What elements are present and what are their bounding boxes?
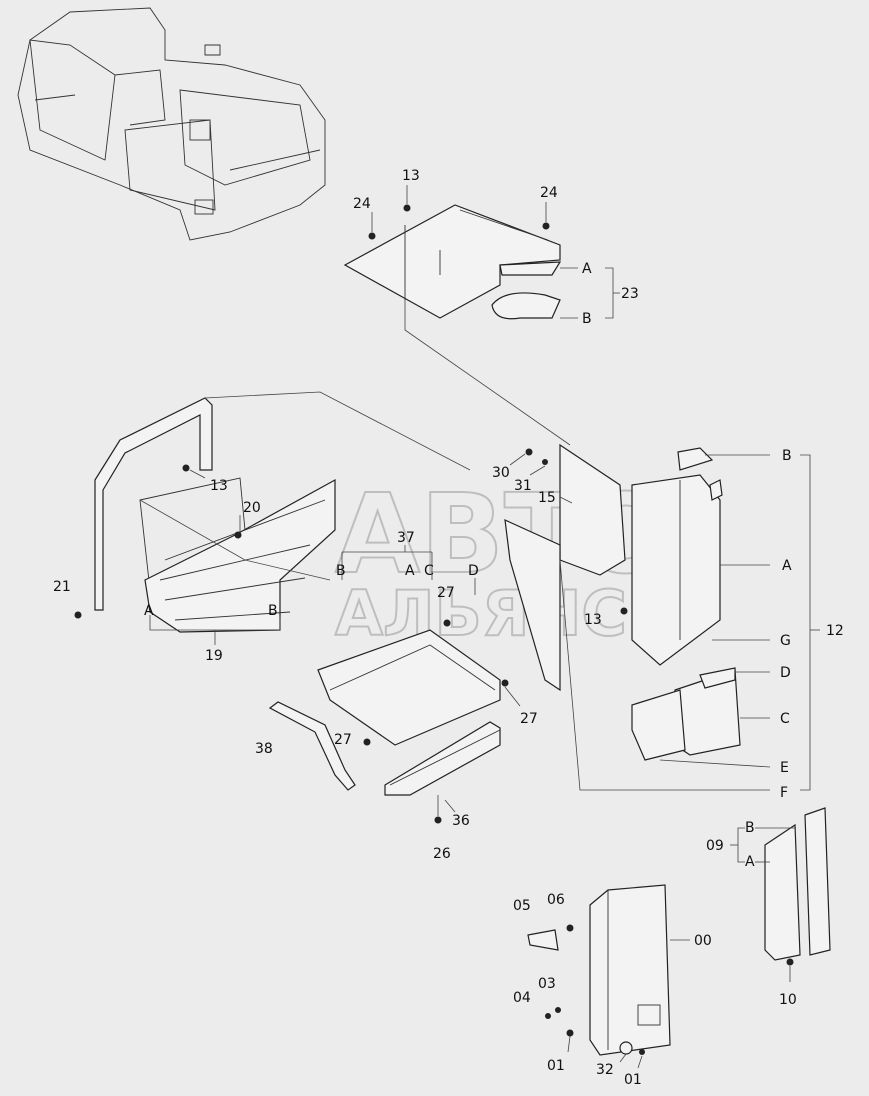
- label-36: 36: [452, 813, 470, 829]
- label-37-d: D: [468, 563, 479, 579]
- label-00: 00: [694, 933, 712, 949]
- part-19-side-panel: [74, 391, 471, 645]
- label-19-b: B: [268, 603, 278, 619]
- part-23-floor-plate: [343, 185, 620, 446]
- label-21: 21: [53, 579, 71, 595]
- label-31: 31: [514, 478, 532, 494]
- label-27: 27: [520, 711, 538, 727]
- label-27: 27: [437, 585, 455, 601]
- label-37-a: A: [405, 563, 415, 579]
- label-12-f: F: [780, 785, 788, 801]
- excavator-cab-overview: [17, 7, 326, 241]
- label-37-b: B: [336, 563, 346, 579]
- label-20: 20: [243, 500, 261, 516]
- label-01: 01: [624, 1072, 642, 1088]
- part-15-upright-panel: [504, 443, 770, 791]
- label-23-b: B: [582, 311, 592, 327]
- label-05: 05: [513, 898, 531, 914]
- label-37-c: C: [424, 563, 434, 579]
- label-32: 32: [596, 1062, 614, 1078]
- watermark-line2: АЛЬЯНС: [335, 577, 627, 650]
- label-12: 12: [826, 623, 844, 639]
- label-12-b: B: [782, 448, 792, 464]
- part-37-floor-cover: [317, 545, 521, 746]
- label-30: 30: [492, 465, 510, 481]
- label-06: 06: [547, 892, 565, 908]
- label-13: 13: [210, 478, 228, 494]
- label-27: 27: [334, 732, 352, 748]
- label-09: 09: [706, 838, 724, 854]
- label-12-c: C: [780, 711, 790, 727]
- part-36-bracket: [384, 721, 501, 824]
- label-09-a: A: [745, 854, 755, 870]
- label-23: 23: [621, 286, 639, 302]
- label-03: 03: [538, 976, 556, 992]
- label-13: 13: [402, 168, 420, 184]
- label-04: 04: [513, 990, 531, 1006]
- label-10: 10: [779, 992, 797, 1008]
- label-24: 24: [540, 185, 558, 201]
- label-12-g: G: [780, 633, 791, 649]
- label-12-d: D: [780, 665, 791, 681]
- label-01: 01: [547, 1058, 565, 1074]
- part-00-bottom-panel: [527, 884, 690, 1069]
- label-12-a: A: [782, 558, 792, 574]
- label-26: 26: [433, 846, 451, 862]
- label-38: 38: [255, 741, 273, 757]
- label-09-b: B: [745, 820, 755, 836]
- label-19: 19: [205, 648, 223, 664]
- part-09-panel-pair: [730, 807, 831, 982]
- part-38-strip: [268, 701, 356, 791]
- label-23-a: A: [582, 261, 592, 277]
- label-19-a: A: [144, 603, 154, 619]
- label-13: 13: [584, 612, 602, 628]
- label-12-e: E: [780, 760, 789, 776]
- label-37: 37: [397, 530, 415, 546]
- label-24: 24: [353, 196, 371, 212]
- label-15: 15: [538, 490, 556, 506]
- part-12-right-panel: [631, 447, 820, 791]
